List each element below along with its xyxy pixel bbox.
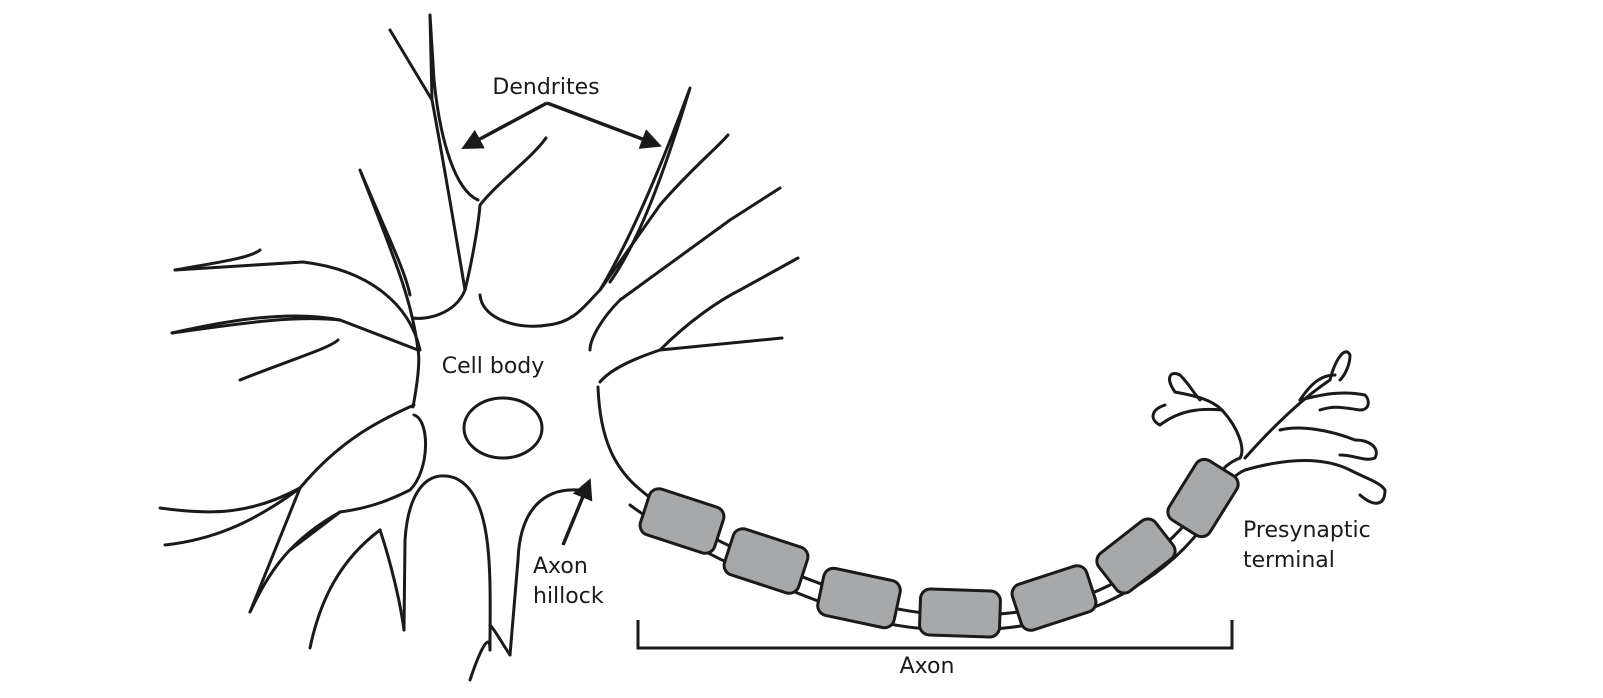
label-presynaptic-line1: Presynaptic	[1243, 518, 1371, 543]
label-cell-body: Cell body	[442, 354, 545, 379]
cell-body-outline	[170, 133, 800, 657]
label-axon: Axon	[900, 654, 955, 679]
myelin-segment	[918, 587, 1002, 639]
axon-bracket	[636, 620, 1234, 650]
label-presynaptic-line2: terminal	[1243, 548, 1335, 573]
myelin-segment	[816, 566, 902, 630]
dendrite-branches	[158, 13, 692, 682]
myelin-segment	[1010, 564, 1098, 632]
myelin-segment	[722, 527, 810, 595]
dendrites-arrows	[461, 101, 662, 149]
myelin-sheath	[638, 457, 1240, 639]
myelin-segment	[638, 487, 726, 555]
myelin-segment	[1166, 457, 1240, 539]
label-axon-hillock-line2: hillock	[533, 584, 604, 609]
label-dendrites: Dendrites	[492, 75, 599, 100]
label-axon-hillock-line1: Axon	[533, 554, 588, 579]
myelin-segment	[1095, 517, 1177, 595]
presynaptic-terminal-branches	[1151, 350, 1387, 505]
axon-hillock-arrow	[561, 478, 593, 546]
nucleus	[462, 396, 544, 460]
